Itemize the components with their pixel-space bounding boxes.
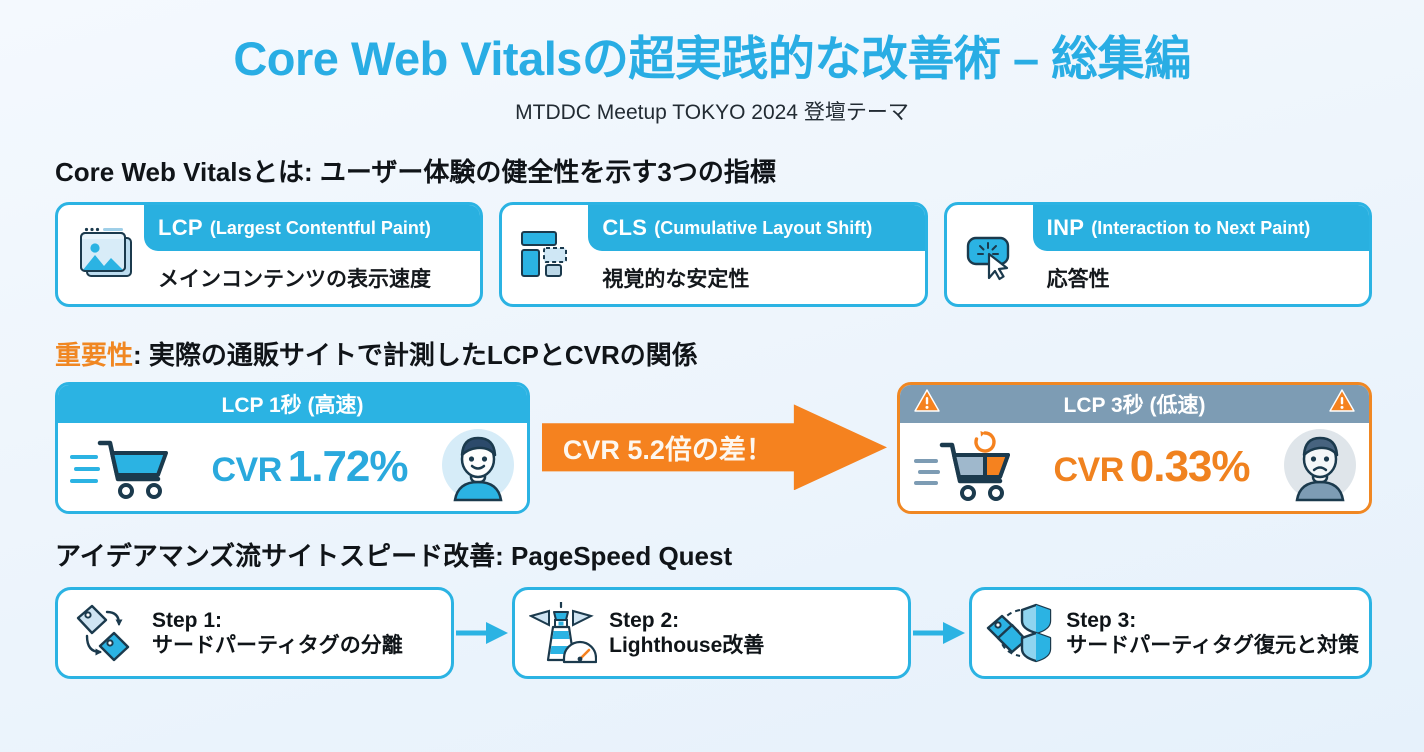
step-title: Step 3: xyxy=(1066,608,1137,632)
fast-metric-label: CVR xyxy=(211,451,282,490)
metric-card-inp-band: INP (Interaction to Next Paint) xyxy=(1032,205,1369,252)
comparison-card-fast-header: LCP 1秒 (高速) xyxy=(58,385,527,424)
metric-abbr: CLS xyxy=(602,215,648,241)
steps-row: Step 1: サードパーティタグの分離 xyxy=(55,587,1372,680)
metric-card-inp-content: INP (Interaction to Next Paint) 応答性 xyxy=(1032,205,1369,304)
title-block: Core Web Vitalsの超実践的な改善術 – 総集編 MTDDC Mee… xyxy=(0,0,1424,126)
fast-cart-icon xyxy=(68,429,178,506)
metric-card-cls-band: CLS (Cumulative Layout Shift) xyxy=(588,205,925,252)
step-card-3-text: Step 3: サードパーティタグ復元と対策 xyxy=(1066,608,1359,659)
slow-metric-label: CVR xyxy=(1053,451,1124,490)
metric-fullname: (Interaction to Next Paint) xyxy=(1091,217,1311,238)
metrics-row: LCP (Largest Contentful Paint) メインコンテンツの… xyxy=(55,202,1372,308)
click-cursor-icon xyxy=(947,205,1039,304)
image-placeholder-icon xyxy=(58,205,150,304)
metric-description: 視覚的な安定性 xyxy=(602,267,750,291)
comparison-row: LCP 1秒 (高速) xyxy=(55,382,1372,515)
comparison-section-heading: 重要性: 実際の通販サイトで計測したLCPとCVRの関係 xyxy=(55,335,1424,372)
step-card-2-text: Step 2: Lighthouse改善 xyxy=(609,608,764,659)
arrow-right-icon xyxy=(913,622,966,645)
step-title: Step 2: xyxy=(609,608,680,632)
tags-shield-icon xyxy=(986,602,1054,664)
page-subtitle: MTDDC Meetup TOKYO 2024 登壇テーマ xyxy=(515,101,909,125)
step-card-2[interactable]: Step 2: Lighthouse改善 xyxy=(512,587,912,680)
comparison-fast-header-label: LCP 1秒 (高速) xyxy=(221,394,364,418)
fast-metric-value: 1.72% xyxy=(287,442,409,492)
warning-triangle-icon xyxy=(914,389,940,419)
metric-description: 応答性 xyxy=(1046,267,1110,291)
step-title: Step 1: xyxy=(152,608,223,632)
step-card-1[interactable]: Step 1: サードパーティタグの分離 xyxy=(55,587,455,680)
metric-card-cls[interactable]: CLS (Cumulative Layout Shift) 視覚的な安定性 xyxy=(499,202,928,308)
lighthouse-gauge-icon xyxy=(529,602,598,664)
comparison-heading-accent: 重要性 xyxy=(55,340,134,371)
metric-abbr: LCP xyxy=(158,215,203,241)
comparison-card-slow[interactable]: LCP 3秒 (低速) xyxy=(897,382,1372,515)
slow-cart-icon xyxy=(910,429,1020,506)
step-card-1-text: Step 1: サードパーティタグの分離 xyxy=(152,608,403,659)
step-connector-2 xyxy=(911,620,969,646)
sad-avatar-icon xyxy=(1283,428,1357,507)
metrics-section-heading: Core Web Vitalsとは: ユーザー体験の健全性を示す3つの指標 xyxy=(55,157,776,188)
metric-fullname: (Largest Contentful Paint) xyxy=(209,217,431,238)
comparison-slow-header-label: LCP 3秒 (低速) xyxy=(1063,394,1206,418)
metric-card-lcp-band: LCP (Largest Contentful Paint) xyxy=(144,205,481,252)
tags-split-icon xyxy=(72,602,140,664)
layout-shift-icon xyxy=(502,205,594,304)
comparison-arrow-banner: CVR 5.2倍の差！ xyxy=(542,404,887,491)
metric-abbr: INP xyxy=(1046,215,1085,241)
metric-card-lcp[interactable]: LCP (Largest Contentful Paint) メインコンテンツの… xyxy=(55,202,484,308)
comparison-heading-rest: : 実際の通販サイトで計測したLCPとCVRの関係 xyxy=(133,340,698,371)
metric-card-lcp-content: LCP (Largest Contentful Paint) メインコンテンツの… xyxy=(144,205,481,304)
slow-metric-value: 0.33% xyxy=(1129,442,1251,492)
step-subtitle: サードパーティタグ復元と対策 xyxy=(1066,634,1359,658)
page-title: Core Web Vitalsの超実践的な改善術 – 総集編 xyxy=(233,32,1191,85)
comparison-card-fast[interactable]: LCP 1秒 (高速) xyxy=(55,382,530,515)
metric-fullname: (Cumulative Layout Shift) xyxy=(654,217,873,238)
metric-card-cls-content: CLS (Cumulative Layout Shift) 視覚的な安定性 xyxy=(588,205,925,304)
metric-card-inp[interactable]: INP (Interaction to Next Paint) 応答性 xyxy=(943,202,1372,308)
steps-section-heading: アイデアマンズ流サイトスピード改善: PageSpeed Quest xyxy=(55,541,733,572)
comparison-arrow-label: CVR 5.2倍の差！ xyxy=(562,434,773,465)
step-card-3[interactable]: Step 3: サードパーティタグ復元と対策 xyxy=(969,587,1372,680)
step-connector-1 xyxy=(454,620,512,646)
step-subtitle: サードパーティタグの分離 xyxy=(152,634,403,658)
warning-triangle-icon xyxy=(1329,389,1355,419)
comparison-card-slow-header: LCP 3秒 (低速) xyxy=(900,385,1369,424)
metric-description: メインコンテンツの表示速度 xyxy=(158,267,431,291)
step-subtitle: Lighthouse改善 xyxy=(609,634,765,658)
happy-avatar-icon xyxy=(441,428,515,507)
arrow-right-icon xyxy=(456,622,509,645)
